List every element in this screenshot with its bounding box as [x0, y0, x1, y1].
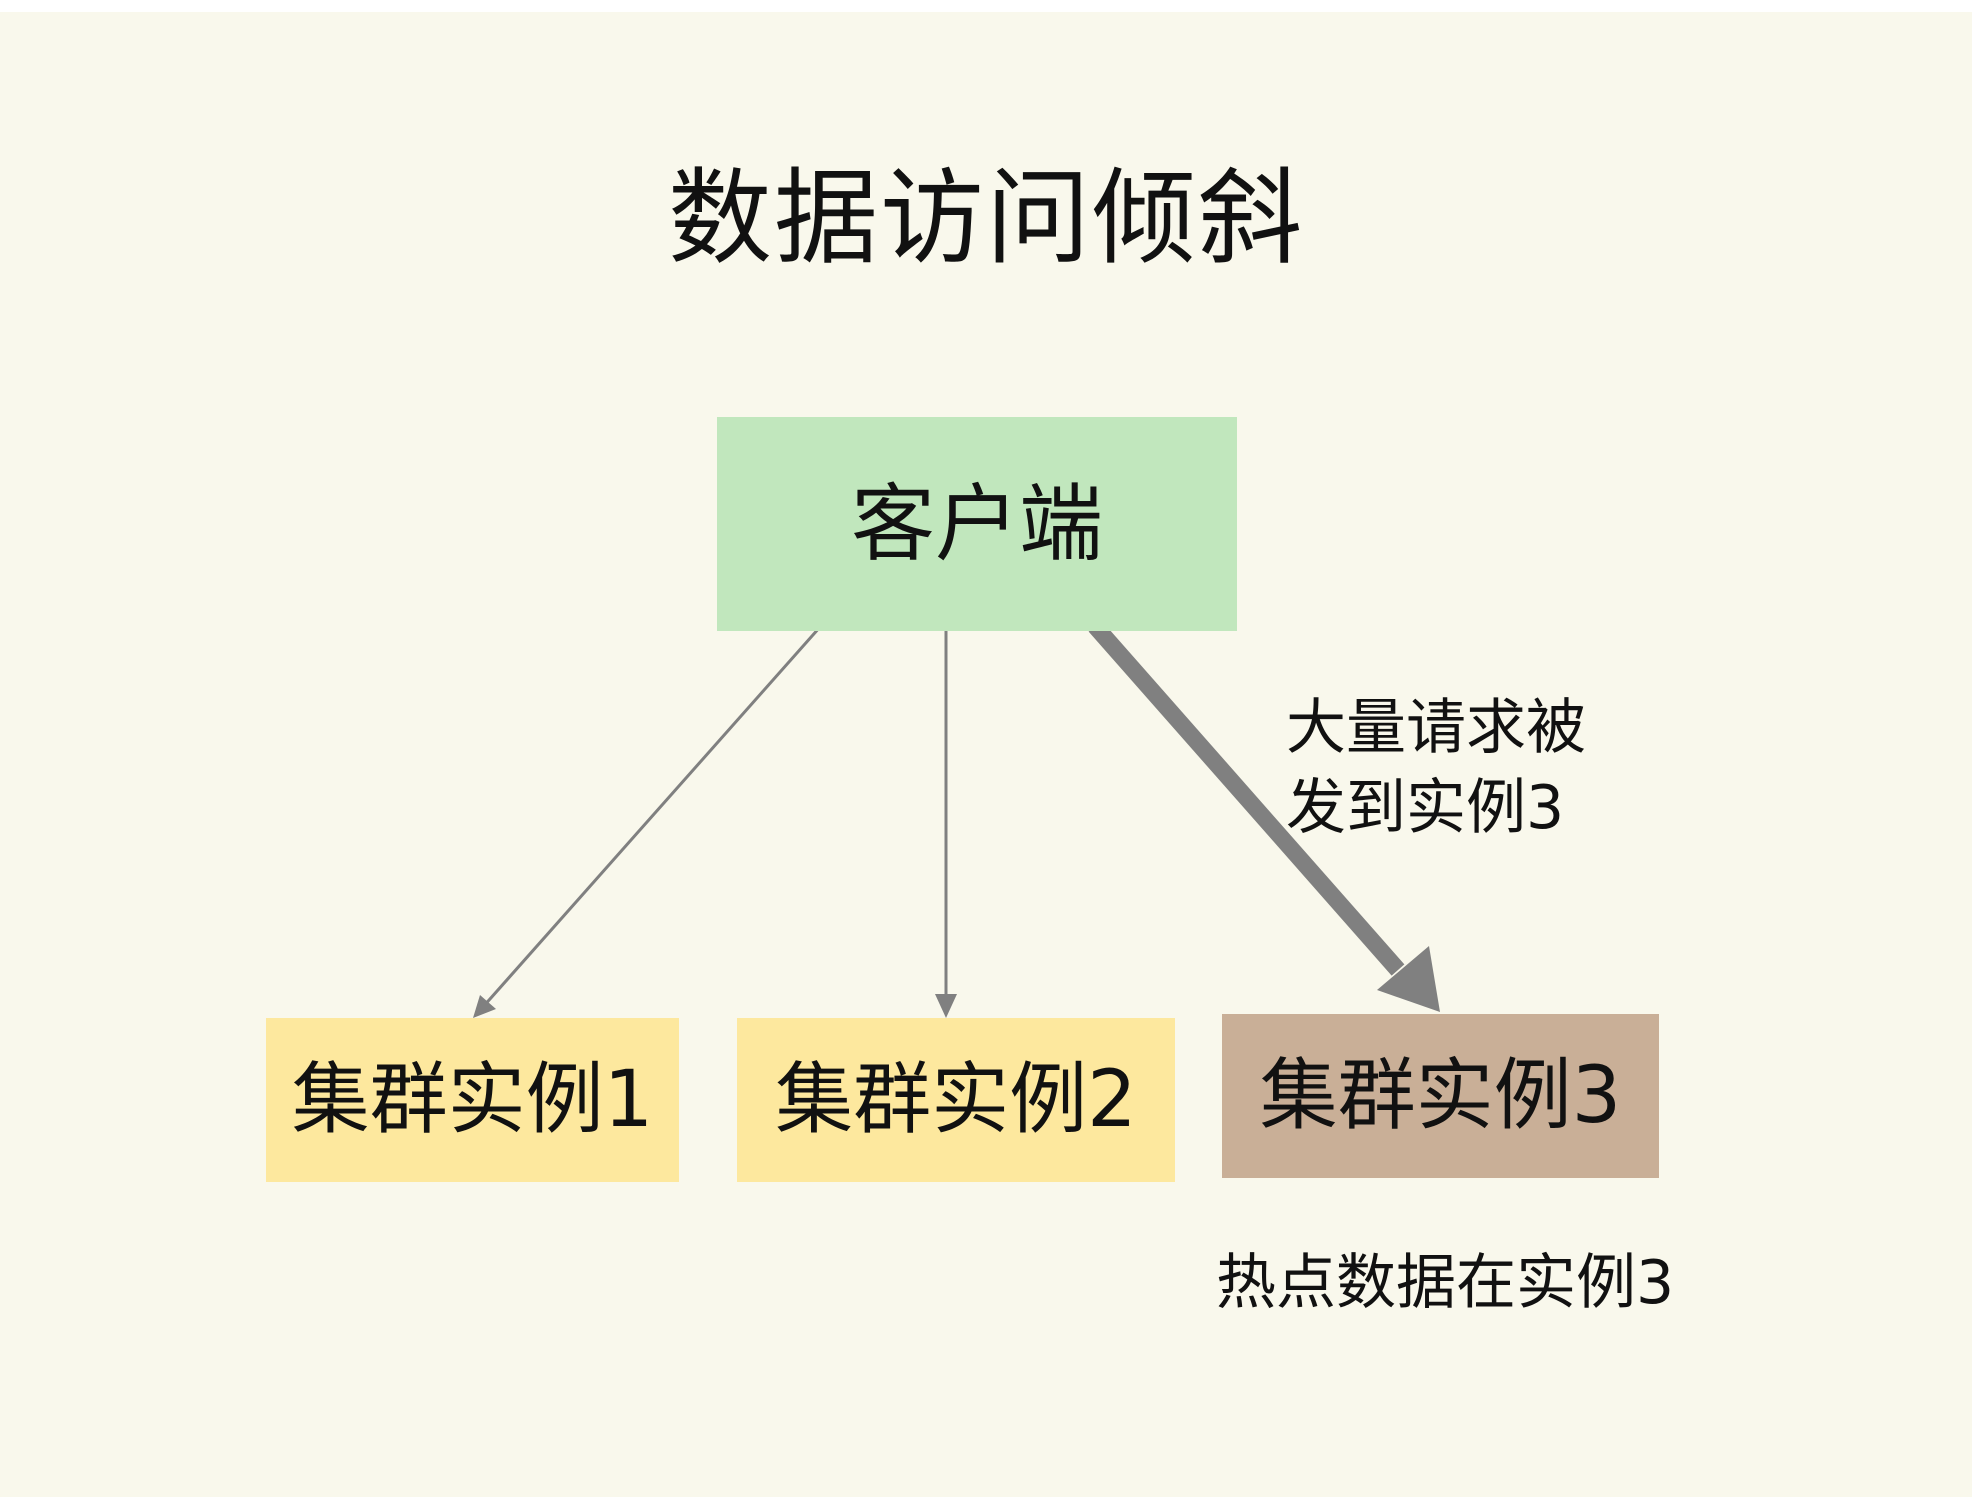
hot-data-annotation: 热点数据在实例3 — [1216, 1248, 1675, 1318]
cluster-instance-3-label: 集群实例3 — [1259, 1051, 1622, 1141]
heavy-request-annotation-line-2: 发到实例3 — [1286, 773, 1565, 843]
client-node: 客户端 — [717, 417, 1237, 631]
edge-client-instance3-line — [1088, 620, 1405, 976]
cluster-instance-2-node: 集群实例2 — [737, 1018, 1175, 1182]
diagram-canvas — [0, 12, 1972, 1497]
edge-client-instance2 — [935, 631, 957, 1018]
edge-client-instance1-arrowhead — [473, 995, 496, 1018]
edge-client-instance2-arrowhead — [935, 994, 957, 1018]
cluster-instance-3-node: 集群实例3 — [1222, 1014, 1659, 1178]
edge-client-instance1 — [473, 626, 822, 1018]
edge-client-instance3-arrowhead — [1377, 946, 1440, 1012]
cluster-instance-1-label: 集群实例1 — [291, 1055, 654, 1145]
heavy-request-annotation: 大量请求被 发到实例3 — [1286, 688, 1586, 848]
cluster-instance-2-label: 集群实例2 — [775, 1055, 1137, 1145]
heavy-request-annotation-line-1: 大量请求被 — [1286, 693, 1586, 763]
cluster-instance-1-node: 集群实例1 — [266, 1018, 679, 1182]
diagram-title: 数据访问倾斜 — [667, 157, 1304, 279]
edge-client-instance3 — [1088, 620, 1440, 1012]
client-label: 客户端 — [850, 475, 1103, 573]
edge-client-instance1-line — [480, 626, 822, 1009]
